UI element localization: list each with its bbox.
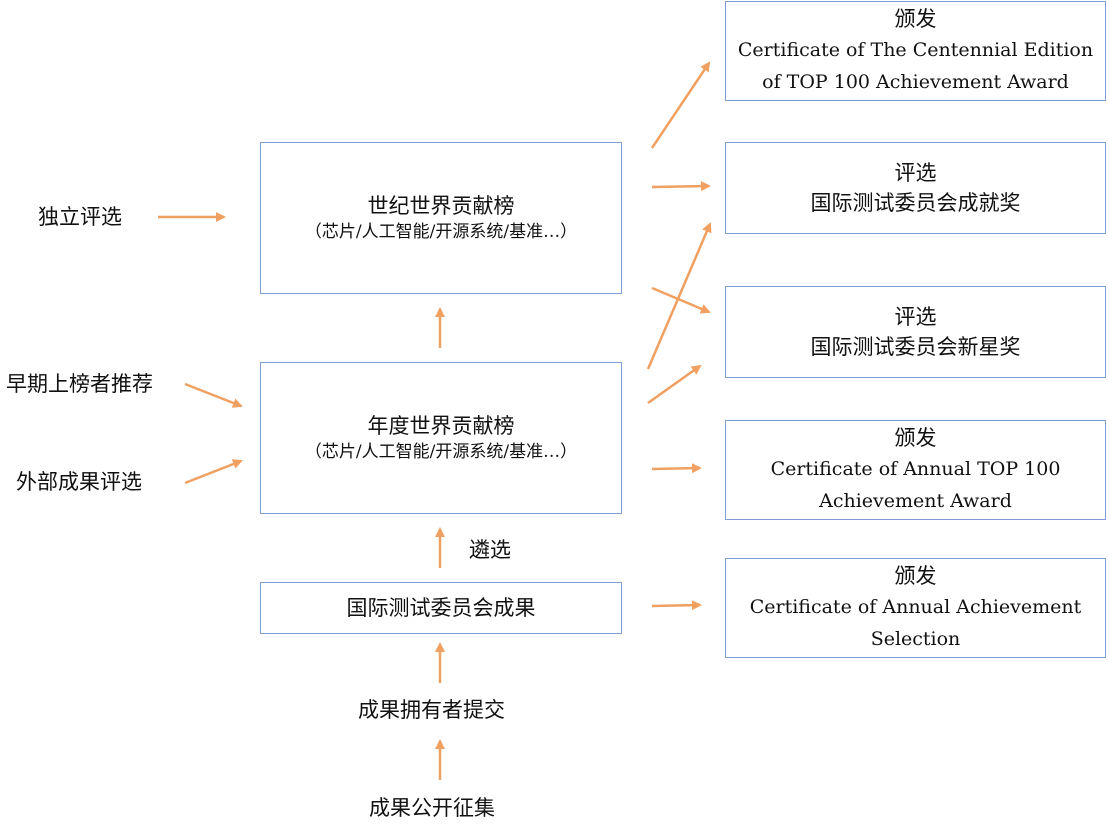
- rising-star-award-box: 评选 国际测试委员会新星奖: [725, 286, 1106, 378]
- annual-top100-line1: Certificate of Annual TOP 100: [770, 458, 1061, 480]
- arrow-century-to-centennial: [650, 61, 711, 149]
- external-selection-label: 外部成果评选: [16, 470, 142, 494]
- annual-list-subtitle: （芯片/人工智能/开源系统/基准…）: [304, 442, 578, 462]
- achievement-award-name: 国际测试委员会成就奖: [810, 191, 1021, 215]
- arrow-early-to-annual: [184, 382, 243, 408]
- century-list-box: 世纪世界贡献榜 （芯片/人工智能/开源系统/基准…）: [260, 142, 622, 294]
- annual-list-title: 年度世界贡献榜: [367, 414, 515, 438]
- annual-selection-head: 颁发: [894, 564, 937, 588]
- century-list-title: 世纪世界贡献榜: [367, 194, 515, 218]
- committee-results-box: 国际测试委员会成果: [260, 582, 622, 634]
- centennial-line2: of TOP 100 Achievement Award: [762, 71, 1069, 93]
- arrow-committee-to-annual-selection: [651, 600, 702, 611]
- centennial-certificate-box: 颁发 Certificate of The Centennial Edition…: [725, 1, 1106, 101]
- centennial-line1: Certificate of The Centennial Edition: [737, 39, 1094, 61]
- annual-top100-line2: Achievement Award: [819, 490, 1012, 512]
- annual-selection-line2: Selection: [870, 628, 961, 650]
- annual-selection-line1: Certificate of Annual Achievement: [749, 596, 1082, 618]
- early-recommend-label: 早期上榜者推荐: [6, 372, 153, 396]
- arrow-annual-to-achievement: [646, 222, 712, 370]
- achievement-award-box: 评选 国际测试委员会成就奖: [725, 142, 1106, 234]
- public-call-label: 成果公开征集: [369, 796, 495, 820]
- arrow-century-to-rising-star: [651, 286, 711, 314]
- arrow-annual-to-annual-top100: [651, 463, 702, 474]
- annual-top100-head: 颁发: [894, 426, 937, 450]
- committee-results-label: 国际测试委员会成果: [346, 596, 536, 620]
- arrow-century-to-achievement: [651, 181, 711, 192]
- annual-selection-certificate-box: 颁发 Certificate of Annual Achievement Sel…: [725, 558, 1106, 658]
- arrow-external-to-annual: [184, 459, 243, 485]
- arrow-annual-to-rising-star: [647, 364, 702, 405]
- rising-star-award-name: 国际测试委员会新星奖: [810, 335, 1021, 359]
- rising-star-award-head: 评选: [894, 305, 937, 329]
- annual-list-box: 年度世界贡献榜 （芯片/人工智能/开源系统/基准…）: [260, 362, 622, 514]
- selection-label: 遴选: [469, 538, 511, 562]
- annual-top100-certificate-box: 颁发 Certificate of Annual TOP 100 Achieve…: [725, 420, 1106, 520]
- centennial-head: 颁发: [894, 7, 937, 31]
- owner-submit-label: 成果拥有者提交: [358, 698, 505, 722]
- achievement-award-head: 评选: [894, 161, 937, 185]
- independent-selection-label: 独立评选: [38, 205, 122, 229]
- century-list-subtitle: （芯片/人工智能/开源系统/基准…）: [304, 222, 578, 242]
